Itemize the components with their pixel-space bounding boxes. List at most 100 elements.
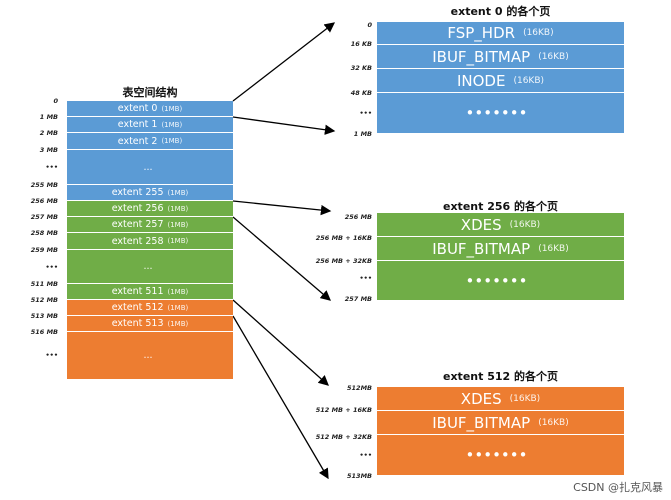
- page-row[interactable]: •••••••: [377, 93, 624, 134]
- extent-name: extent 511: [111, 286, 164, 297]
- page-row[interactable]: IBUF_BITMAP (16KB): [377, 45, 624, 69]
- page-name: INODE: [456, 71, 506, 90]
- extent-row[interactable]: ...: [67, 250, 233, 284]
- left-title: 表空间结构: [122, 86, 178, 99]
- offset-label: 259 MB: [30, 246, 58, 254]
- page-offset-label: •••: [359, 274, 372, 282]
- page-row[interactable]: XDES (16KB): [377, 387, 624, 411]
- extent-name: extent 513: [111, 318, 164, 329]
- page-size: (16KB): [513, 75, 545, 86]
- offset-label: 512 MB: [30, 296, 58, 304]
- page-size: (16KB): [538, 243, 569, 254]
- page-size: (16KB): [538, 51, 569, 62]
- extent-pages-block: XDES (16KB) IBUF_BITMAP (16KB) •••••••: [377, 387, 624, 476]
- page-row[interactable]: INODE (16KB): [377, 69, 624, 93]
- block-title: extent 0 的各个页: [450, 5, 551, 18]
- extent-name: ...: [143, 350, 153, 361]
- page-offset-label: 512 MB + 16KB: [315, 406, 372, 414]
- extent-size: (1MB): [167, 188, 189, 197]
- extent-name: extent 0: [117, 103, 158, 114]
- extent-row[interactable]: extent 258(1MB): [67, 233, 233, 250]
- offset-label: 2 MB: [39, 129, 58, 137]
- extent-size: (1MB): [161, 120, 183, 129]
- extent-size: (1MB): [167, 319, 189, 328]
- offset-label: 513 MB: [30, 312, 58, 320]
- arrow: [232, 216, 331, 301]
- page-offset-label: 16 KB: [350, 40, 372, 48]
- offset-label: 256 MB: [30, 197, 58, 205]
- extent-row[interactable]: ...: [67, 332, 233, 380]
- extent-row[interactable]: extent 512(1MB): [67, 300, 233, 316]
- extent-row[interactable]: extent 0(1MB): [67, 101, 233, 117]
- page-offset-label: •••: [359, 451, 372, 459]
- page-name: IBUF_BITMAP: [432, 47, 531, 66]
- extent-name: ...: [143, 161, 153, 173]
- page-offset-label: 48 KB: [350, 89, 372, 97]
- page-offset-label: •••: [359, 109, 372, 117]
- extent-name: extent 257: [111, 219, 164, 230]
- page-row[interactable]: •••••••: [377, 261, 624, 301]
- page-row[interactable]: IBUF_BITMAP (16KB): [377, 411, 624, 435]
- extent-row[interactable]: extent 1(1MB): [67, 117, 233, 133]
- extent-pages-block: XDES(16KB) IBUF_BITMAP (16KB) •••••••: [377, 213, 624, 301]
- extent-row[interactable]: extent 513(1MB): [67, 316, 233, 332]
- extent-name: extent 256: [111, 203, 164, 214]
- extent-size: (1MB): [167, 220, 189, 229]
- page-name: •••••••: [465, 271, 528, 290]
- extent-row[interactable]: extent 255(1MB): [67, 185, 233, 201]
- block-title: extent 256 的各个页: [443, 200, 558, 213]
- page-size: (16KB): [509, 393, 541, 404]
- page-name: IBUF_BITMAP: [432, 413, 531, 432]
- offset-label: •••: [45, 263, 58, 271]
- extent-row[interactable]: extent 256(1MB): [67, 201, 233, 217]
- arrow: [232, 22, 336, 102]
- arrow: [232, 200, 332, 216]
- offset-label: 0: [53, 97, 58, 105]
- page-offset-label: 256 MB: [344, 213, 372, 221]
- extent-size: (1MB): [167, 237, 189, 245]
- offset-label: 516 MB: [30, 328, 58, 336]
- offset-label: 1 MB: [39, 113, 58, 121]
- page-row[interactable]: FSP_HDR(16KB): [377, 22, 624, 45]
- extent-size: (1MB): [167, 204, 189, 213]
- extent-row[interactable]: extent 257(1MB): [67, 217, 233, 233]
- page-name: •••••••: [465, 446, 528, 464]
- page-name: •••••••: [465, 104, 528, 122]
- tablespace-structure: extent 0(1MB)extent 1(1MB)extent 2(1MB).…: [67, 101, 233, 380]
- page-offset-label: 513MB: [347, 472, 372, 480]
- page-offset-label: 1 MB: [353, 130, 372, 138]
- page-row[interactable]: IBUF_BITMAP (16KB): [377, 237, 624, 261]
- extent-row[interactable]: ...: [67, 150, 233, 185]
- extent-name: extent 255: [111, 187, 164, 198]
- extent-row[interactable]: extent 2(1MB): [67, 133, 233, 150]
- page-name: IBUF_BITMAP: [432, 239, 531, 258]
- arrow: [232, 315, 329, 480]
- offset-label: 257 MB: [30, 213, 58, 221]
- extent-size: (1MB): [161, 137, 183, 145]
- extent-name: extent 258: [111, 235, 164, 247]
- extent-size: (1MB): [167, 287, 189, 296]
- extent-size: (1MB): [167, 303, 189, 312]
- page-offset-label: 32 KB: [350, 64, 372, 72]
- offset-label: •••: [45, 163, 58, 171]
- offset-label: 258 MB: [30, 229, 58, 237]
- page-offset-label: 256 MB + 16KB: [315, 234, 372, 242]
- arrow: [232, 116, 336, 135]
- offset-label: 3 MB: [39, 146, 58, 154]
- page-offset-label: 257 MB: [344, 295, 372, 303]
- arrow: [232, 299, 329, 386]
- extent-row[interactable]: extent 511(1MB): [67, 284, 233, 300]
- extent-name: extent 1: [117, 119, 158, 130]
- page-offset-label: 0: [367, 21, 372, 29]
- page-row[interactable]: XDES(16KB): [377, 213, 624, 237]
- watermark: CSDN @扎克风暴: [573, 481, 663, 494]
- page-name: FSP_HDR: [447, 24, 516, 42]
- offset-label: •••: [45, 351, 58, 359]
- extent-size: (1MB): [161, 104, 183, 113]
- page-name: XDES: [460, 389, 502, 408]
- page-size: (16KB): [538, 417, 569, 428]
- offset-label: 255 MB: [30, 181, 58, 189]
- page-row[interactable]: •••••••: [377, 435, 624, 476]
- page-offset-label: 512 MB + 32KB: [315, 433, 372, 441]
